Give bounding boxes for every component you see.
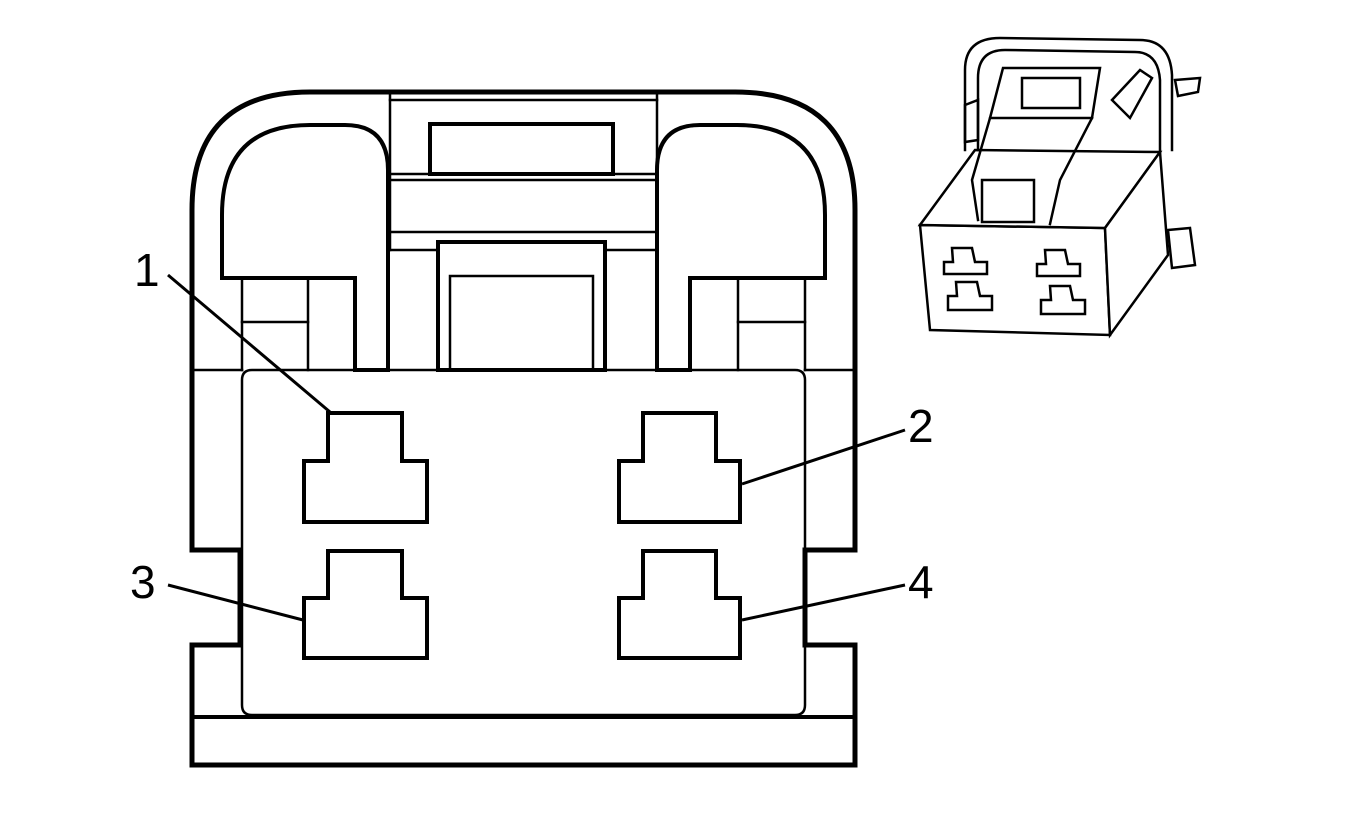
callout-pin-2: 2 <box>908 400 934 452</box>
housing-outline <box>189 89 858 768</box>
iso-cavity-3 <box>946 280 994 312</box>
inner-face <box>240 368 807 717</box>
lock-tab-inner <box>448 274 595 372</box>
iso-cavity-2 <box>1035 248 1082 278</box>
iso-latch-arch-inner <box>976 48 1162 154</box>
connector-face-view: 1 2 3 4 <box>130 89 934 768</box>
terminal-cavity-3 <box>302 549 429 660</box>
iso-cavity-4 <box>1039 284 1087 316</box>
iso-lock-tab <box>988 66 1102 120</box>
connector-isometric-view <box>917 36 1202 339</box>
iso-lock-slot <box>980 178 1036 224</box>
leader-line-4 <box>741 583 906 622</box>
iso-latch-arch <box>963 36 1174 152</box>
left-latch-arch <box>220 123 390 372</box>
iso-side-face <box>1103 148 1170 339</box>
callout-pin-3: 3 <box>130 556 156 608</box>
callout-pin-1: 1 <box>134 244 160 296</box>
lock-tab-outer <box>436 240 607 372</box>
iso-front-face <box>918 223 1112 337</box>
terminal-cavity-1 <box>302 411 429 524</box>
iso-lock-stem <box>970 116 1094 226</box>
leader-line-1 <box>167 273 331 414</box>
lock-window <box>428 122 615 176</box>
right-latch-arch <box>655 123 827 372</box>
leader-line-2 <box>741 428 906 486</box>
iso-lock-window <box>1020 76 1082 110</box>
leader-line-3 <box>167 583 304 622</box>
callout-pin-4: 4 <box>908 556 934 608</box>
iso-side-tab <box>963 68 1202 270</box>
terminal-cavity-2 <box>617 411 742 524</box>
iso-cavity-1 <box>942 246 989 276</box>
terminal-cavity-4 <box>617 549 742 660</box>
